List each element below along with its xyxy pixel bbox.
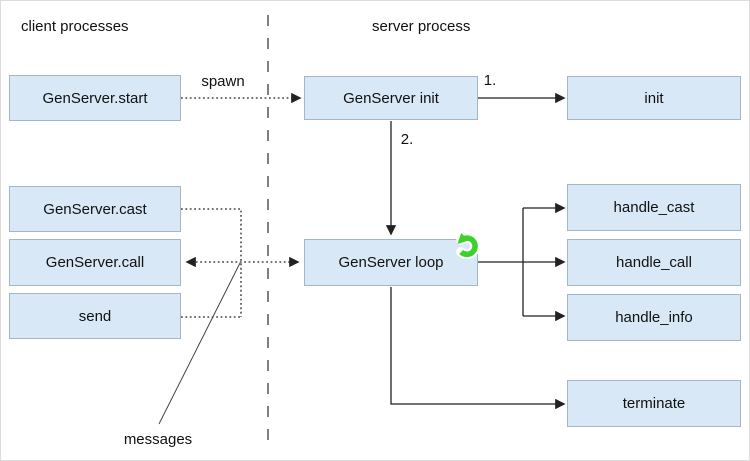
lane-label-server-process: server process xyxy=(372,18,471,35)
messages-callout-line xyxy=(158,262,241,425)
node-handle-cast-callback: handle_cast xyxy=(567,184,741,231)
node-genserver-init: GenServer init xyxy=(304,76,478,120)
node-init-callback: init xyxy=(567,76,741,120)
node-genserver-call: GenServer.call xyxy=(9,239,181,286)
node-genserver-cast: GenServer.cast xyxy=(9,186,181,232)
node-handle-info-callback: handle_info xyxy=(567,294,741,341)
refresh-loop-icon xyxy=(456,232,480,259)
edge-label-step-1: 1. xyxy=(483,72,497,89)
node-handle-call-callback: handle_call xyxy=(567,239,741,286)
node-send: send xyxy=(9,293,181,339)
node-terminate-callback: terminate xyxy=(567,380,741,427)
edge-cast-send-message-lines xyxy=(181,208,242,318)
node-genserver-start: GenServer.start xyxy=(9,75,181,121)
edge-label-messages: messages xyxy=(123,431,193,448)
edge-label-spawn: spawn xyxy=(201,73,245,90)
edge-loop-to-terminate-arrow xyxy=(390,287,566,410)
edge-label-step-2: 2. xyxy=(400,131,414,148)
lane-label-client-processes: client processes xyxy=(21,18,129,35)
node-genserver-loop: GenServer loop xyxy=(304,239,478,286)
